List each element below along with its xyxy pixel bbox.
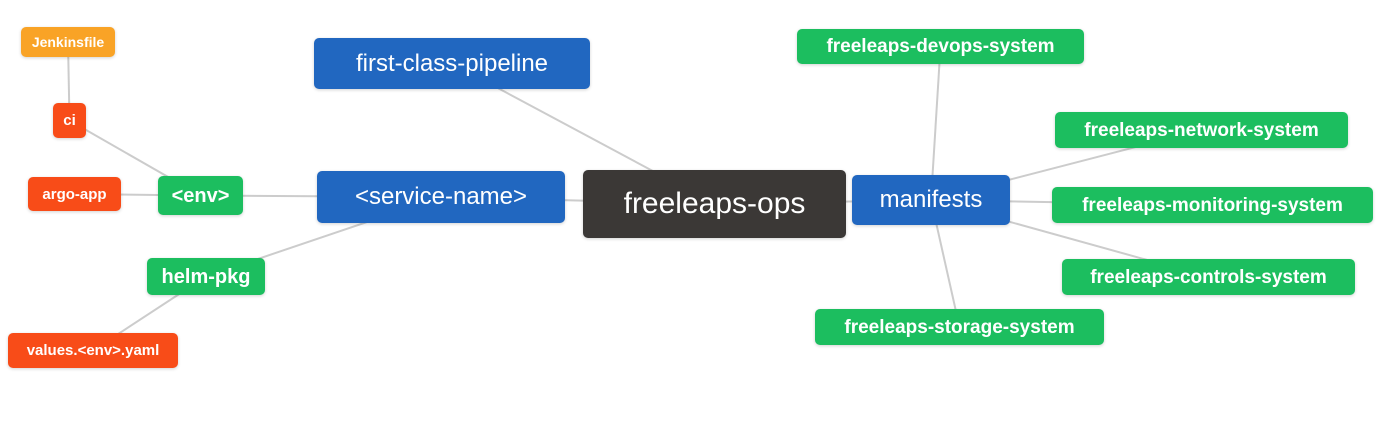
node-freeleaps-ops[interactable]: freeleaps-ops	[583, 170, 846, 238]
node-ci[interactable]: ci	[53, 103, 86, 138]
node-first-class-pipeline[interactable]: first-class-pipeline	[314, 38, 590, 89]
node-manifests[interactable]: manifests	[852, 175, 1010, 225]
node-freeleaps-controls-system[interactable]: freeleaps-controls-system	[1062, 259, 1355, 295]
node-argo-app[interactable]: argo-app	[28, 177, 121, 211]
node-values-env-yaml[interactable]: values.<env>.yaml	[8, 333, 178, 368]
node-freeleaps-monitoring-system[interactable]: freeleaps-monitoring-system	[1052, 187, 1373, 223]
node-freeleaps-storage-system[interactable]: freeleaps-storage-system	[815, 309, 1104, 345]
node-service-name[interactable]: <service-name>	[317, 171, 565, 223]
node-jenkinsfile[interactable]: Jenkinsfile	[21, 27, 115, 57]
node-env[interactable]: <env>	[158, 176, 243, 215]
node-helm-pkg[interactable]: helm-pkg	[147, 258, 265, 295]
node-freeleaps-devops-system[interactable]: freeleaps-devops-system	[797, 29, 1084, 64]
node-freeleaps-network-system[interactable]: freeleaps-network-system	[1055, 112, 1348, 148]
